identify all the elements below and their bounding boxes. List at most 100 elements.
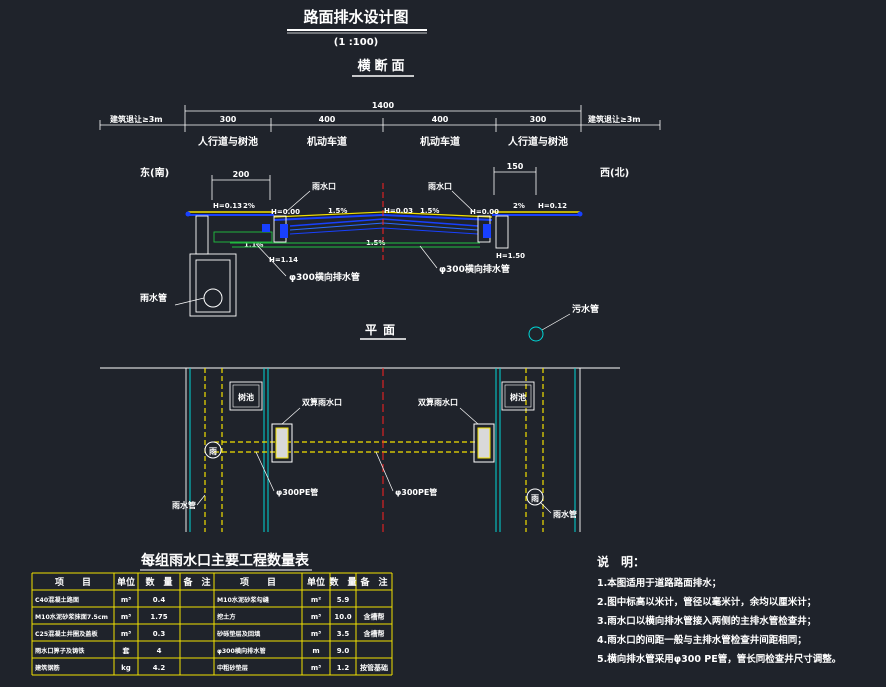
table-header-cell: 数 量 (329, 576, 356, 588)
right-inlet-grate (483, 224, 491, 238)
elev-left-top: H=0.13 (213, 202, 242, 210)
elev-right-pipe-bottom: H=1.50 (496, 252, 525, 260)
left-inlet-grate-2 (262, 224, 270, 232)
double-inlet-left-grate (275, 427, 289, 459)
table-cell: 含槽帮 (364, 612, 385, 621)
table-cell: φ300横向排水管 (217, 647, 266, 655)
tree-pool-left-label: 树池 (238, 392, 254, 402)
segment-width-2: 400 (319, 115, 336, 124)
table-header-cell: 数 量 (145, 576, 172, 588)
segment-width-4: 300 (530, 115, 547, 124)
plan-rain-pipe-right-leader (539, 501, 552, 514)
table-cell: m³ (311, 664, 321, 672)
road-end-right (577, 211, 583, 217)
tree-pool-left-inner (232, 384, 260, 408)
plan-rain-pipe-right: 雨水管 (553, 509, 577, 519)
elev-left-pipe-bottom: H=1.14 (269, 256, 298, 264)
drawing-scale: (1 :100) (334, 37, 378, 48)
section-pipe-label-left: φ300横向排水管 (289, 271, 360, 283)
segment-name-1: 人行道与树池 (198, 135, 258, 148)
inlet-label-right: 雨水口 (428, 181, 452, 191)
right-inlet-width: 150 (507, 162, 524, 171)
table-cell: M10水泥砂浆勾缝 (217, 596, 270, 604)
elev-left-curb: H=0.00 (271, 208, 300, 216)
double-inlet-left (271, 423, 293, 463)
table-cell: m (312, 647, 319, 655)
table-cell: m³ (121, 630, 131, 638)
segment-name-4: 人行道与树池 (508, 135, 568, 148)
table-header-cell: 备 注 (359, 576, 387, 588)
plan-outside-pipe-leader (541, 313, 571, 331)
elev-left-low: 1.1% (244, 241, 263, 249)
table-cell: 0.3 (153, 630, 166, 638)
plan-pipe-label-left: φ300PE管 (276, 487, 318, 497)
elev-crown: H=0.03 (384, 207, 413, 215)
left-side-label: 东(南) (140, 166, 169, 179)
table-cell: 建筑钢筋 (34, 664, 60, 672)
elev-right-slope: 2% (513, 202, 525, 210)
table-cell: 挖土方 (217, 613, 236, 621)
note-2: 2.图中标高以米计，管径以毫米计，余均以厘米计； (597, 596, 816, 608)
section-rain-pipe-leader (174, 297, 205, 306)
note-3: 3.雨水口以横向排水管接入两侧的主排水管检查井； (597, 615, 816, 627)
table-cell: 含槽帮 (364, 629, 385, 638)
drawing-title: 路面排水设计图 (303, 8, 408, 26)
segment-name-3: 机动车道 (420, 135, 460, 148)
segment-name-2: 机动车道 (307, 135, 347, 148)
cross-section-heading: 横断面 (357, 58, 408, 74)
table-cell: kg (121, 664, 131, 672)
double-inlet-right-grate (477, 427, 491, 459)
table-cell: 3.5 (337, 630, 350, 638)
plan-pipe-leader-right (375, 451, 394, 492)
table-cell: 4.2 (153, 664, 166, 672)
tree-pool-right-outer (501, 381, 535, 411)
table-cell: 按管基础 (360, 663, 388, 672)
road-end-left (185, 211, 191, 217)
tree-pool-right-label: 树池 (510, 392, 526, 402)
table-cell: m² (311, 596, 321, 604)
plan-outside-pipe-label: 污水管 (572, 303, 599, 315)
right-side-label: 西(北) (600, 166, 629, 179)
double-inlet-right (473, 423, 495, 463)
table-cell: 0.4 (153, 596, 166, 604)
table-cell: C25混凝土井圈及盖板 (35, 630, 98, 638)
manhole-right (526, 488, 544, 506)
elev-right-curb: H=0.00 (470, 208, 499, 216)
table-header-cell: 项 目 (55, 577, 91, 588)
table-cell: 1.2 (337, 664, 350, 672)
table-cell: m³ (311, 630, 321, 638)
double-inlet-right-leader (459, 407, 479, 425)
section-rain-pipe-label: 雨水管 (140, 292, 167, 304)
elev-left-crossfall: 1.5% (328, 207, 347, 215)
plan-pipe-leader-left (255, 451, 275, 492)
left-inlet-structure (189, 215, 480, 317)
table-cell: 4 (157, 647, 162, 655)
table-cell: 套 (123, 646, 131, 655)
double-inlet-right-label: 双算雨水口 (418, 397, 458, 407)
note-1: 1.本图适用于道路路面排水； (597, 577, 721, 589)
table-header-cell: 单位 (117, 576, 135, 588)
table-cell: 雨水口箅子及铸铁 (35, 647, 85, 655)
double-inlet-left-leader (281, 407, 301, 425)
table-title: 每组雨水口主要工程数量表 (141, 552, 310, 569)
segment-width-3: 400 (432, 115, 449, 124)
table-cell: 9.0 (337, 647, 350, 655)
left-inlet-width: 200 (233, 170, 250, 179)
left-setback-label: 建筑退让≥3m (109, 114, 163, 124)
manhole-right-mark: 雨 (531, 494, 539, 503)
table-cell: m³ (121, 613, 131, 621)
inlet-leader-right (451, 190, 475, 213)
tree-pool-right-inner (504, 384, 532, 408)
table-cell: 砂砾垫层及回填 (216, 630, 261, 638)
section-pipe-label-right: φ300横向排水管 (439, 263, 510, 275)
plan-rain-pipe-left-leader (196, 494, 206, 506)
elev-right-top: H=0.12 (538, 202, 567, 210)
table-cell: M10水泥砂浆抹面7.5cm (35, 613, 108, 621)
left-inlet-grate (280, 224, 288, 238)
table-cell: 中粗砂垫层 (217, 664, 248, 672)
table-header-cell: 备 注 (182, 576, 210, 588)
table-cell: C40混凝土路面 (35, 596, 79, 604)
table-cell: 10.0 (334, 613, 351, 621)
